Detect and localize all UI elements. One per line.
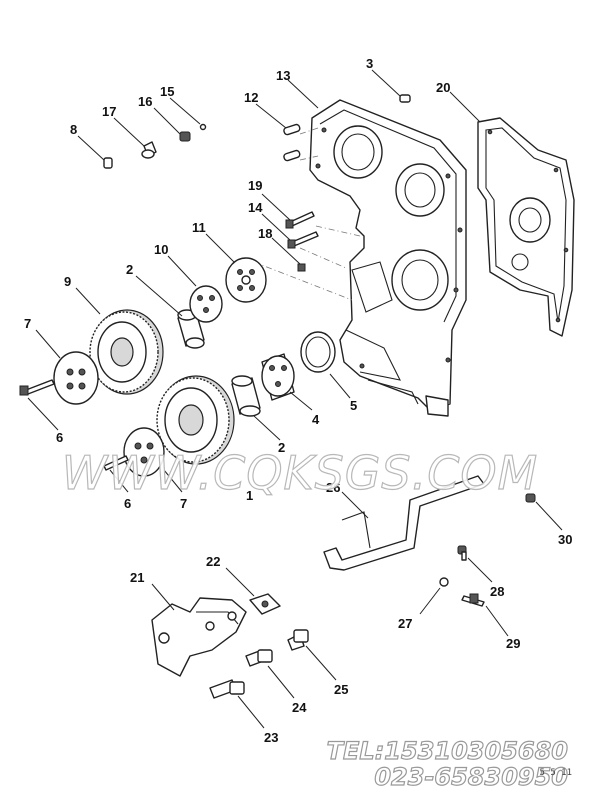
callout-24: 24 [292, 700, 307, 715]
callout-7-lower: 7 [180, 496, 187, 511]
callout-19: 19 [248, 178, 262, 193]
page-code: 5 5 11 [539, 768, 572, 778]
capscrew-19 [285, 211, 315, 229]
callout-3: 3 [366, 56, 373, 71]
callout-26: 26 [326, 480, 340, 495]
dowel-pins [283, 123, 301, 162]
washer-15 [199, 123, 207, 131]
flange-11 [225, 257, 267, 303]
callout-28: 28 [490, 584, 504, 599]
seal-ring-5 [300, 331, 336, 373]
bushing-upper [177, 309, 205, 349]
bolt-6-lower [103, 455, 129, 471]
bushing-lower [231, 375, 261, 417]
callout-10: 10 [154, 242, 168, 257]
callout-5: 5 [350, 398, 357, 413]
stud-29 [461, 593, 485, 607]
callout-numbers: 3 13 12 20 15 16 17 8 19 14 18 11 10 2 9… [24, 56, 572, 745]
bolt-6-upper [19, 379, 55, 396]
gear-1 [156, 375, 235, 465]
callout-25: 25 [334, 682, 348, 697]
plate-7-lower [123, 427, 165, 477]
callout-13: 13 [276, 68, 290, 83]
contact-phone: 023-65830950 [374, 763, 569, 791]
support-21 [151, 597, 247, 677]
callout-12: 12 [244, 90, 258, 105]
callout-14: 14 [248, 200, 263, 215]
pin-8 [103, 157, 113, 169]
callout-21: 21 [130, 570, 144, 585]
callout-6-lower: 6 [124, 496, 131, 511]
hub-4 [261, 353, 295, 401]
callout-27: 27 [398, 616, 412, 631]
hub-10 [189, 285, 223, 323]
plug-3 [399, 94, 411, 103]
callout-2-upper: 2 [126, 262, 133, 277]
callout-20: 20 [436, 80, 450, 95]
contact-telephone: TEL:15310305680 [326, 737, 569, 765]
block-22 [249, 593, 281, 615]
callout-4: 4 [312, 412, 320, 427]
callout-11: 11 [192, 220, 206, 235]
screw-17 [141, 141, 157, 159]
callout-1: 1 [246, 488, 253, 503]
callout-22: 22 [206, 554, 220, 569]
bolt-24 [245, 649, 273, 667]
nut-16 [179, 131, 191, 142]
plate-7-upper [53, 351, 99, 405]
callout-30: 30 [558, 532, 572, 547]
callout-15: 15 [160, 84, 174, 99]
gear-housing [309, 99, 467, 417]
bolt-25 [287, 629, 309, 651]
nut-30 [525, 493, 536, 503]
callout-9: 9 [64, 274, 71, 289]
callout-17: 17 [102, 104, 116, 119]
callout-23: 23 [264, 730, 278, 745]
bracket-26 [323, 475, 485, 571]
callout-16: 16 [138, 94, 152, 109]
callout-8: 8 [70, 122, 77, 137]
screw-28 [457, 545, 467, 561]
callout-7-upper: 7 [24, 316, 31, 331]
callout-29: 29 [506, 636, 520, 651]
callout-18: 18 [258, 226, 272, 241]
gear-9 [89, 309, 164, 395]
callout-2-lower: 2 [278, 440, 285, 455]
bolt-23 [209, 679, 245, 699]
capscrew-14 [287, 231, 319, 249]
screw-18 [297, 263, 306, 272]
alignment-lines [253, 127, 361, 301]
callout-6-upper: 6 [56, 430, 63, 445]
washer-27 [439, 577, 449, 587]
leader-lines [27, 69, 563, 729]
housing-gasket [477, 117, 575, 337]
